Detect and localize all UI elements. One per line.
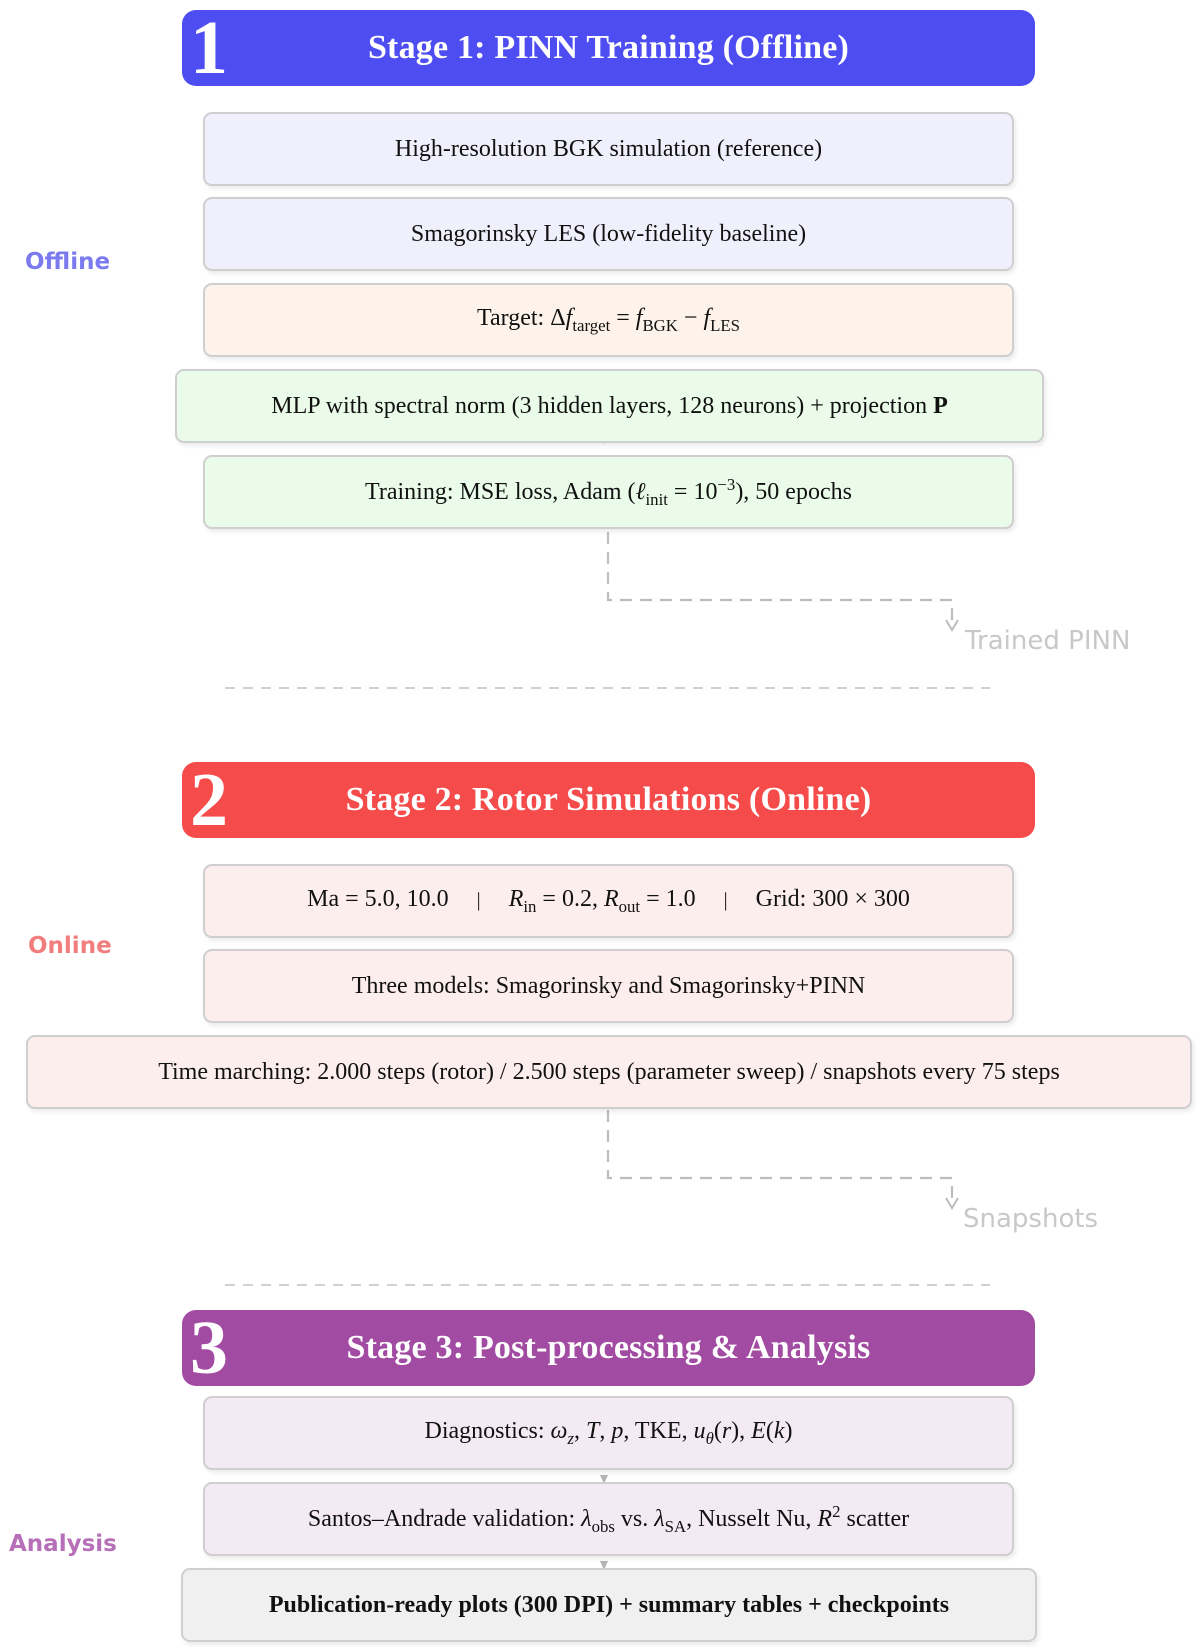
bgk-reference-text: High-resolution BGK simulation (referenc… xyxy=(394,135,823,162)
trained-pinn-label: Trained PINN xyxy=(965,626,1131,656)
analysis-label: Analysis xyxy=(9,1531,117,1557)
parameters-text: Ma = 5.0, 10.0|Rin = 0.2, Rout = 1.0|Gri… xyxy=(307,885,910,916)
stage-1-header: 1 Stage 1: PINN Training (Offline) xyxy=(182,6,1035,90)
stage-3-header: 3 Stage 3: Post-processing & Analysis xyxy=(182,1306,1035,1390)
les-baseline-text: Smagorinsky LES (low-fidelity baseline) xyxy=(410,220,807,247)
models-step: Three models: Smagorinsky and Smagorinsk… xyxy=(203,949,1014,1023)
training-step: Training: MSE loss, Adam (ℓinit = 10−3),… xyxy=(203,455,1014,529)
offline-label: Offline xyxy=(25,249,111,275)
stage-1-number: 1 xyxy=(190,6,228,90)
snapshots-label: Snapshots xyxy=(963,1204,1099,1234)
mlp-text: MLP with spectral norm (3 hidden layers,… xyxy=(271,392,948,419)
stage-3-number: 3 xyxy=(190,1306,228,1390)
snapshots-arrowhead xyxy=(945,1197,959,1210)
online-label: Online xyxy=(28,933,112,959)
stage-3-title: Stage 3: Post-processing & Analysis xyxy=(346,1329,871,1366)
trained-pinn-route xyxy=(606,532,954,622)
bgk-reference-step: High-resolution BGK simulation (referenc… xyxy=(203,112,1014,186)
time-marching-step: Time marching: 2.000 steps (rotor) / 2.5… xyxy=(26,1035,1192,1109)
stage-2-number: 2 xyxy=(190,758,228,842)
stage-2-title: Stage 2: Rotor Simulations (Online) xyxy=(345,781,872,818)
validation-text: Santos–Andrade validation: λobs vs. λSA,… xyxy=(307,1501,910,1536)
parameters-step: Ma = 5.0, 10.0|Rin = 0.2, Rout = 1.0|Gri… xyxy=(203,864,1014,938)
publication-text: Publication-ready plots (300 DPI) + summ… xyxy=(268,1591,950,1618)
target-step: Target: Δftarget = fBGK − fLES xyxy=(203,283,1014,357)
mlp-step: MLP with spectral norm (3 hidden layers,… xyxy=(175,369,1044,443)
les-baseline-step: Smagorinsky LES (low-fidelity baseline) xyxy=(203,197,1014,271)
stage-2-header: 2 Stage 2: Rotor Simulations (Online) xyxy=(182,758,1035,842)
time-marching-text: Time marching: 2.000 steps (rotor) / 2.5… xyxy=(158,1058,1060,1085)
diagnostics-text: Diagnostics: ωz, T, p, TKE, uθ(r), E(k) xyxy=(424,1417,793,1448)
stage-1-title: Stage 1: PINN Training (Offline) xyxy=(367,29,850,66)
target-formula: Target: Δftarget = fBGK − fLES xyxy=(477,304,740,335)
training-text: Training: MSE loss, Adam (ℓinit = 10−3),… xyxy=(365,474,852,509)
snapshots-route xyxy=(606,1110,954,1200)
models-text: Three models: Smagorinsky and Smagorinsk… xyxy=(351,972,866,999)
trained-pinn-arrowhead xyxy=(945,619,959,632)
validation-step: Santos–Andrade validation: λobs vs. λSA,… xyxy=(203,1482,1014,1556)
diagnostics-step: Diagnostics: ωz, T, p, TKE, uθ(r), E(k) xyxy=(203,1396,1014,1470)
publication-step: Publication-ready plots (300 DPI) + summ… xyxy=(181,1568,1037,1642)
